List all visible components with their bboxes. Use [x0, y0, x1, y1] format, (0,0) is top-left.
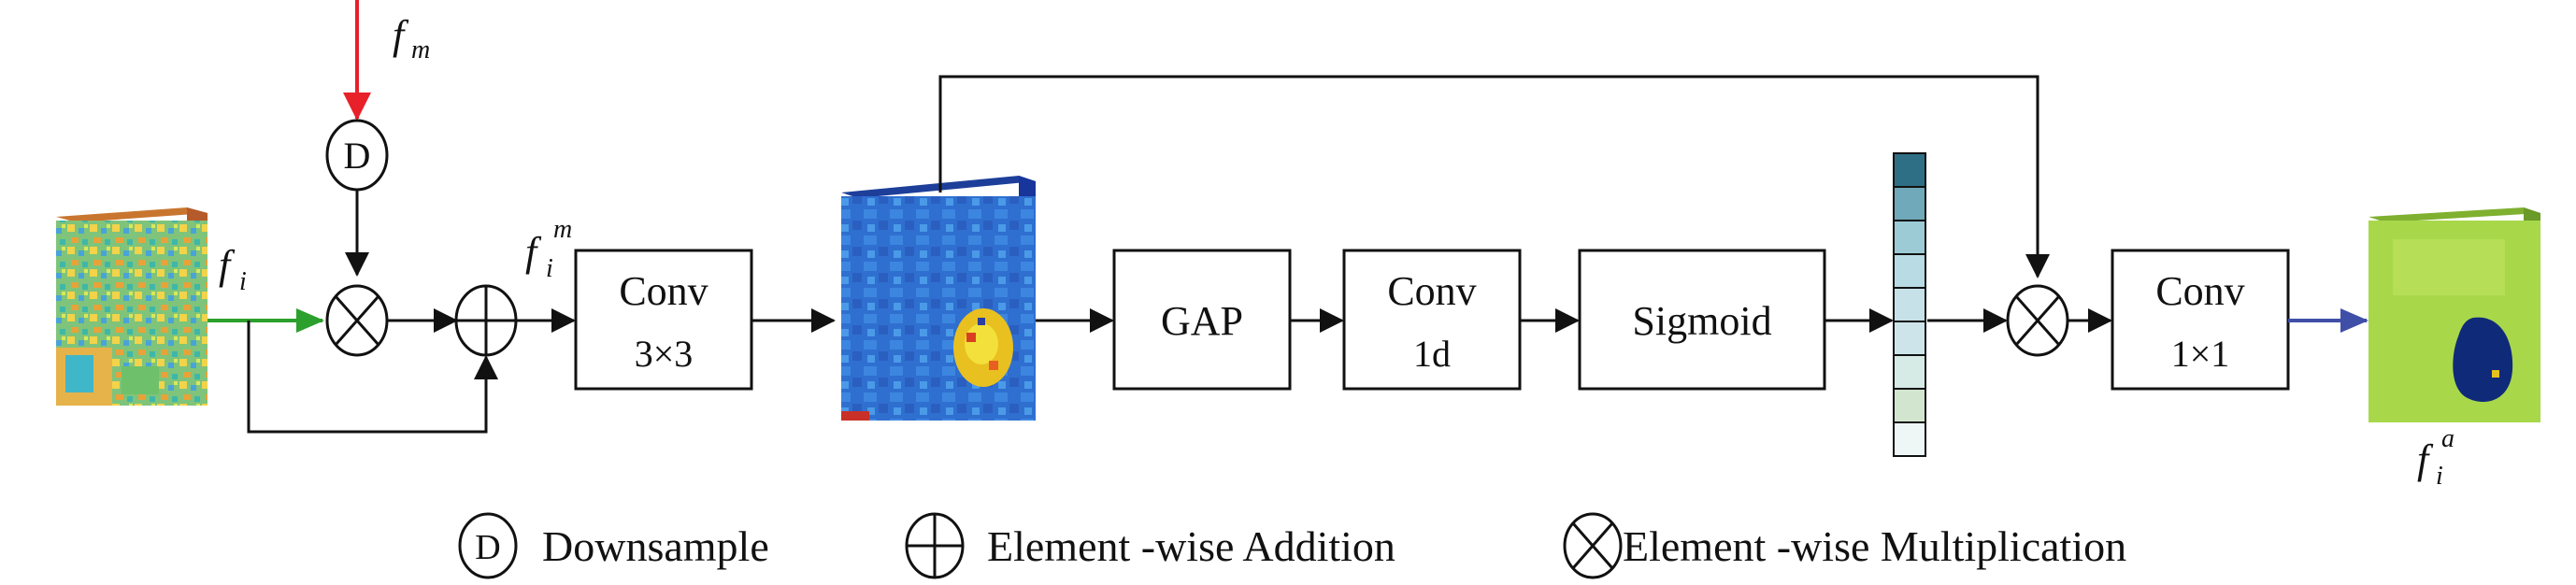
conv3x3-block: Conv 3×3 [574, 249, 753, 391]
multiply-op-1 [325, 284, 389, 357]
f-i-a-base: f [2417, 436, 2434, 482]
legend-downsample-symbol: D [475, 528, 500, 567]
downsample-symbol: D [344, 135, 371, 177]
legend-multiplication-text: Element -wise Multiplication [1623, 522, 2126, 570]
top-skip-connection [938, 75, 2050, 278]
multiply-op-2 [2006, 284, 2069, 357]
legend-downsample-icon [458, 512, 518, 579]
f-m-sub: m [411, 36, 430, 64]
attention-vector-cell [1893, 321, 1926, 356]
conv1d-line2: 1d [1413, 333, 1451, 375]
gap-block: GAP [1112, 249, 1292, 391]
conv1x1-block: Conv 1×1 [2111, 249, 2290, 391]
label-f-m: f m [393, 12, 430, 64]
conv1-line2: 1×1 [2171, 333, 2230, 375]
attention-vector-cell [1893, 421, 1926, 457]
f-i-sub: i [239, 267, 247, 296]
f-i-a-sub: i [2436, 462, 2443, 491]
label-f-i-a: f i a [2417, 424, 2454, 491]
legend-addition: Element -wise Addition [905, 512, 1395, 579]
f-i-m-sup: m [553, 215, 572, 244]
conv1-line1: Conv [2155, 268, 2244, 314]
attention-vector-cell [1893, 253, 1926, 289]
label-f-i-m: f i m [525, 215, 572, 283]
f-i-base: f [219, 242, 236, 288]
skip-connection [247, 321, 498, 434]
legend-addition-text: Element -wise Addition [987, 522, 1395, 570]
attention-vector-cell [1893, 152, 1926, 188]
legend: D Downsample Element -wise Addition Elem… [458, 512, 2126, 579]
sigmoid-block: Sigmoid [1578, 249, 1826, 391]
legend-multiplication: Element -wise Multiplication [1563, 512, 2126, 579]
downsample-op: D [325, 119, 389, 192]
attention-vector-cell [1893, 287, 1926, 322]
conv3-line1: Conv [619, 268, 708, 314]
conv1d-line1: Conv [1387, 268, 1476, 314]
attention-vector-cell [1893, 388, 1926, 423]
attention-vector-cell [1893, 220, 1926, 255]
attention-vector-cell [1893, 354, 1926, 390]
input-feature-map [56, 207, 208, 406]
label-f-i: f i [219, 242, 247, 296]
f-m-base: f [393, 12, 409, 58]
f-i-m-sub: i [546, 254, 553, 283]
add-op [454, 284, 518, 357]
f-i-a-sup: a [2441, 424, 2454, 453]
conv1d-block: Conv 1d [1342, 249, 1522, 391]
sigmoid-label: Sigmoid [1632, 298, 1771, 344]
gap-label: GAP [1161, 298, 1243, 344]
output-feature-map [2368, 207, 2540, 422]
f-i-m-base: f [525, 229, 542, 275]
attention-vector [1893, 152, 1926, 457]
attention-vector-cell [1893, 186, 1926, 221]
intermediate-feature-map [841, 176, 1036, 421]
legend-downsample: D Downsample [458, 512, 769, 579]
legend-downsample-text: Downsample [542, 522, 769, 570]
conv3-line2: 3×3 [635, 333, 694, 375]
